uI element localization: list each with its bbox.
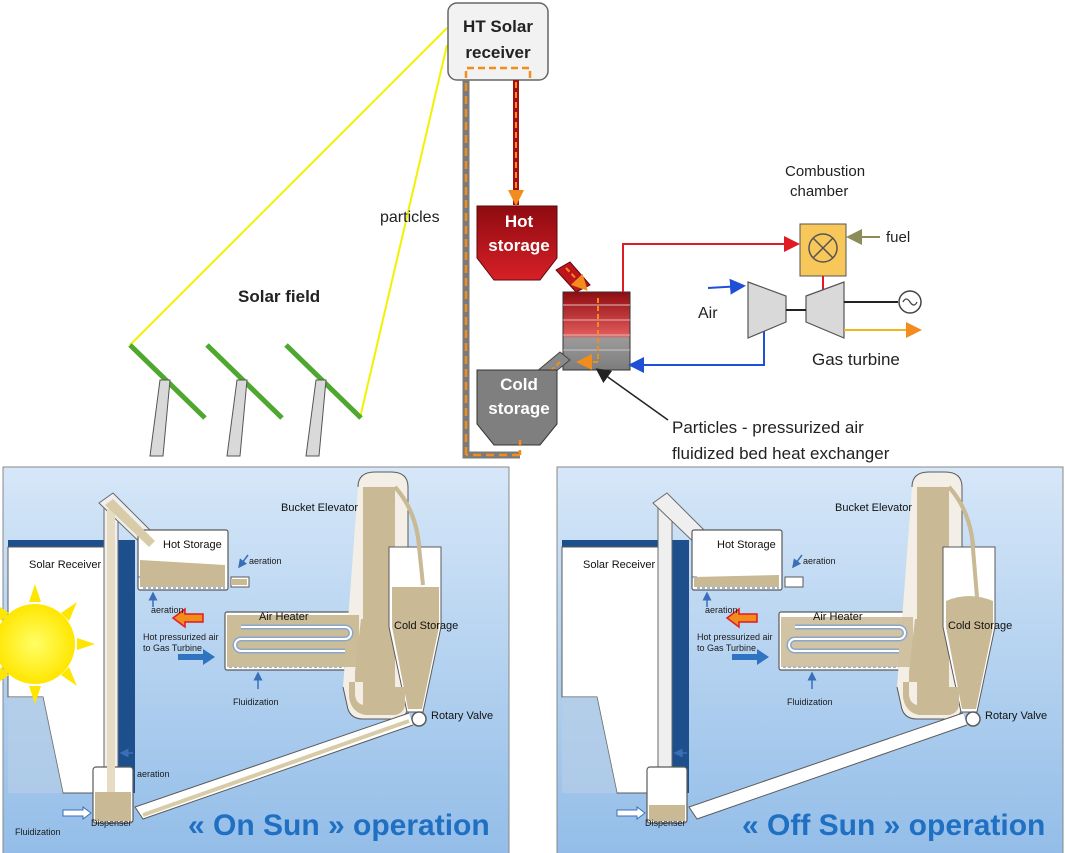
ht-solar-receiver: [447, 2, 549, 81]
air-heater-label: Air Heater: [259, 611, 309, 623]
combustion-label-line1: Combustion: [785, 163, 865, 180]
hot-storage-label-line1: Hot: [505, 212, 534, 231]
aeration-label-bottom: aeration: [137, 769, 170, 779]
hot-storage-label: Hot Storage: [163, 539, 222, 551]
top-schematic: Solar field HT Solar receiver particles …: [128, 2, 922, 463]
gas-turbine-label: Gas turbine: [812, 350, 900, 369]
panel-off-sun: Bucket Elevator Hot Storage Solar Receiv…: [557, 467, 1063, 853]
hot-storage-sand: [694, 575, 779, 587]
cold-storage-label: Cold Storage: [394, 620, 458, 632]
hot-storage-sand: [140, 560, 225, 587]
fluidization-label: Fluidization: [787, 697, 833, 707]
heliostat-2: [205, 343, 284, 457]
dispenser-sand: [95, 792, 131, 821]
aeration-label-mid: aeration: [705, 605, 738, 615]
air-label: Air: [698, 305, 718, 322]
solar-ray-left: [129, 27, 448, 346]
dispenser-sand: [649, 805, 685, 821]
receiver-internal-flow: [464, 66, 532, 78]
cold-storage-sand: [392, 587, 439, 709]
cold-storage-label: Cold Storage: [948, 620, 1012, 632]
bucket-elevator-label: Bucket Elevator: [281, 502, 358, 514]
air-heater-label: Air Heater: [813, 611, 863, 623]
fluidized-bed-hx: [562, 291, 631, 371]
hx-label-line1: Particles - pressurized air: [672, 418, 864, 437]
compressed-air-line: [628, 331, 765, 373]
compressor: [747, 281, 787, 339]
dispenser-label: Dispenser: [91, 818, 132, 828]
hot-air-label-line2: to Gas Turbine: [143, 643, 202, 653]
sun-icon: [0, 584, 95, 704]
cold-storage-label-line1: Cold: [500, 375, 538, 394]
cold-storage-sand: [946, 596, 993, 709]
receiver-label-line2: receiver: [465, 43, 531, 62]
bucket-elevator-label: Bucket Elevator: [835, 502, 912, 514]
hot-air-label-line2: to Gas Turbine: [697, 643, 756, 653]
cold-storage-label-line2: storage: [488, 399, 549, 418]
combustion-chamber: [799, 223, 847, 277]
rotary-valve-label: Rotary Valve: [431, 710, 493, 722]
hx-callout-arrow: [595, 368, 669, 421]
cold-storage: [476, 369, 558, 446]
hx-label-line2: fluidized bed heat exchanger: [672, 444, 890, 463]
hot-storage: [476, 205, 558, 281]
air-inlet: [707, 278, 746, 295]
panel-on-sun: Bucket Elevator Hot Storage Solar Receiv…: [0, 467, 509, 853]
heliostat-3: [284, 343, 363, 457]
riser-sand: [107, 509, 115, 792]
heliostat-1: [128, 343, 207, 457]
particle-riser-dashes: [464, 82, 520, 457]
solar-receiver-label: Solar Receiver: [583, 559, 655, 571]
aeration-label-top: aeration: [803, 556, 836, 566]
solar-ray-right: [359, 44, 448, 419]
combustion-symbol: [808, 233, 838, 263]
particles-label: particles: [380, 209, 440, 226]
aeration-label-top: aeration: [249, 556, 282, 566]
operation-title: « Off Sun » operation: [742, 809, 1045, 842]
operation-title: « On Sun » operation: [188, 809, 490, 842]
combustion-label-line2: chamber: [790, 183, 848, 200]
fluidization-label-bottom: Fluidization: [15, 827, 61, 837]
hot-air-label-line1: Hot pressurized air: [143, 632, 219, 642]
solar-field-label: Solar field: [238, 287, 320, 306]
dispenser-label: Dispenser: [645, 818, 686, 828]
fluidization-label: Fluidization: [233, 697, 279, 707]
hot-storage-label-line2: storage: [488, 236, 549, 255]
receiver-label-line1: HT Solar: [463, 17, 533, 36]
rotary-valve-label: Rotary Valve: [985, 710, 1047, 722]
turbine: [805, 281, 845, 339]
hot-air-line: [622, 236, 800, 292]
hot-storage-label: Hot Storage: [717, 539, 776, 551]
solar-receiver-label: Solar Receiver: [29, 559, 101, 571]
aeration-label-mid: aeration: [151, 605, 184, 615]
fuel-label: fuel: [886, 229, 910, 246]
hot-air-label-line1: Hot pressurized air: [697, 632, 773, 642]
